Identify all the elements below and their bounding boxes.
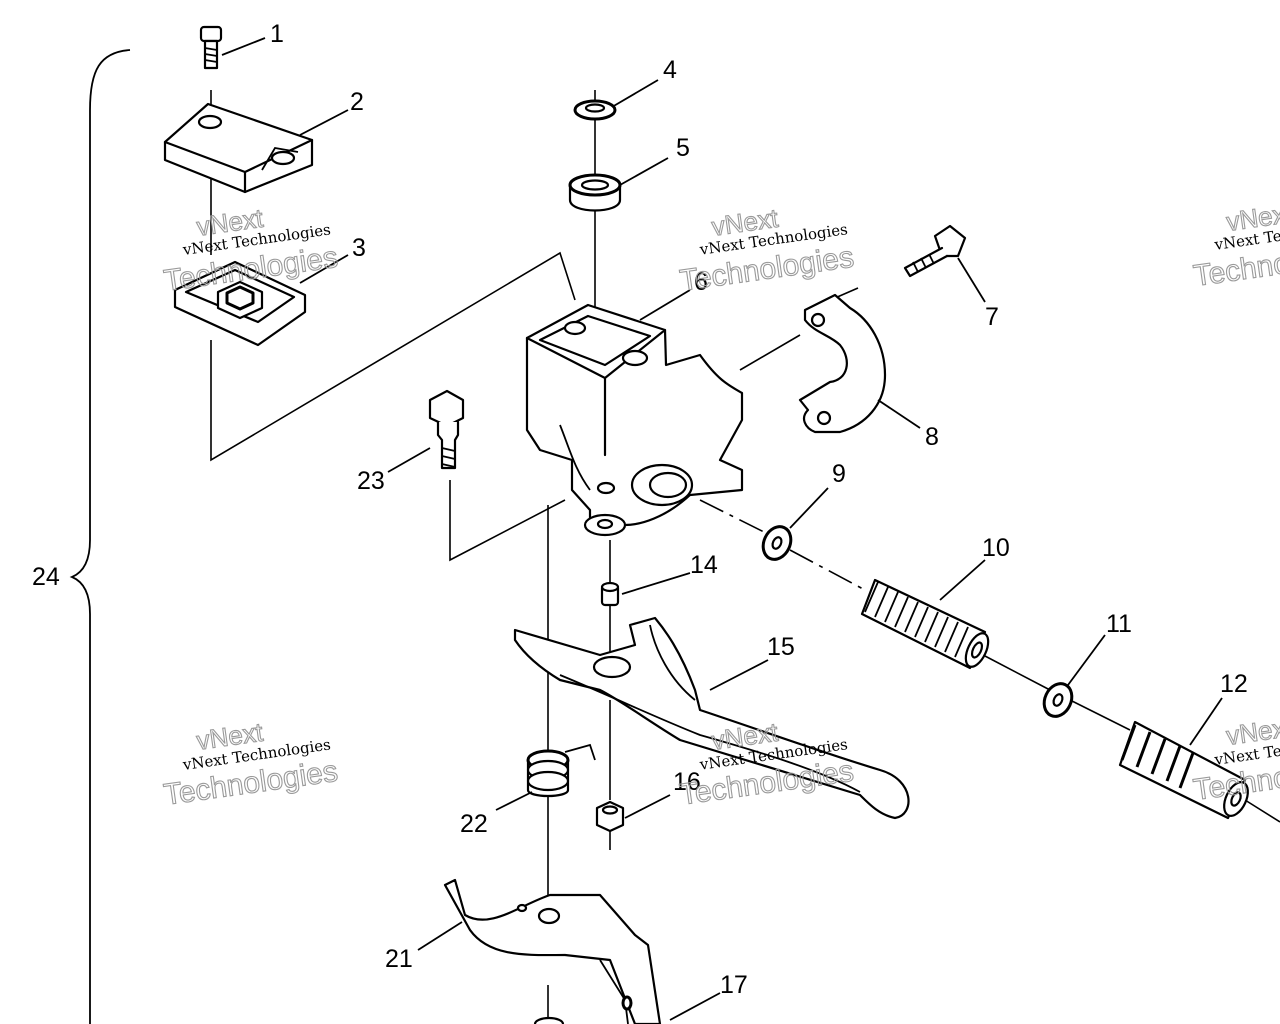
part-1-screw[interactable] (199, 25, 223, 70)
label-5: 5 (676, 134, 690, 162)
part-2-cover[interactable] (163, 102, 314, 194)
watermark-upper-left: vNext vNext Technologies Technologies (161, 202, 340, 298)
part-9-washer[interactable] (758, 522, 796, 564)
part-16-nut[interactable] (595, 800, 625, 833)
label-6: 6 (694, 268, 708, 296)
part-23-bolt[interactable] (428, 389, 465, 470)
label-14: 14 (690, 551, 718, 579)
part-15-lever[interactable] (513, 616, 910, 820)
label-17: 17 (720, 971, 748, 999)
label-2: 2 (350, 88, 364, 116)
part-12-boot[interactable] (1118, 720, 1253, 820)
watermark-lower-left: vNext vNext Technologies Technologies (161, 716, 340, 812)
part-14-bushing[interactable] (600, 581, 620, 607)
part-8-clamp[interactable] (798, 293, 887, 434)
assembly-bracket (69, 49, 131, 1024)
part-5-bushing[interactable] (568, 173, 622, 212)
label-8: 8 (925, 423, 939, 451)
label-21: 21 (385, 945, 413, 973)
label-7: 7 (985, 303, 999, 331)
label-22: 22 (460, 810, 488, 838)
part-4-oring[interactable] (573, 99, 617, 121)
label-9: 9 (832, 460, 846, 488)
label-15: 15 (767, 633, 795, 661)
label-24: 24 (32, 563, 60, 591)
label-1: 1 (270, 20, 284, 48)
watermark-upper-center: vNext vNext Technologies Technologies (677, 202, 856, 298)
label-23: 23 (357, 467, 385, 495)
part-10-spring[interactable] (860, 578, 993, 670)
label-10: 10 (982, 534, 1010, 562)
part-6-master-cylinder[interactable] (525, 303, 744, 537)
label-16: 16 (673, 768, 701, 796)
watermark-upper-right: vNext vNext Technologies Technologies (1191, 197, 1280, 293)
label-11: 11 (1106, 610, 1132, 638)
part-labels: 1 2 3 4 5 6 7 8 9 10 11 12 14 15 16 17 2… (32, 20, 1248, 999)
part-22-spring[interactable] (526, 743, 596, 798)
part-7-screw[interactable] (903, 224, 967, 278)
label-12: 12 (1220, 670, 1248, 698)
leader-lines (221, 37, 1223, 1021)
part-3-diaphragm[interactable] (173, 260, 307, 347)
label-3: 3 (352, 234, 366, 262)
part-11-washer[interactable] (1039, 679, 1077, 721)
label-4: 4 (663, 56, 677, 84)
part-17[interactable] (533, 995, 633, 1024)
